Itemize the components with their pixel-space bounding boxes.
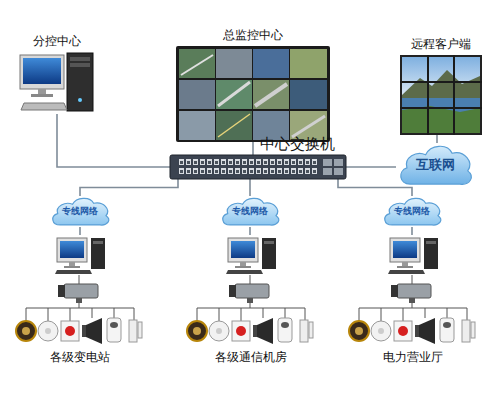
node-label: 专线网络 [394, 205, 430, 218]
site-group: 电力营业厅 [345, 235, 480, 347]
node-label: 远程客户端 [411, 37, 471, 52]
site-equipment [349, 238, 475, 344]
switch-body [170, 155, 346, 179]
pc-power-led [78, 98, 82, 102]
foreground [402, 106, 480, 133]
node-label: 中心交换机 [260, 135, 335, 153]
pc-bay [70, 63, 90, 67]
video-tile [290, 49, 327, 78]
video-tile [216, 111, 252, 140]
sky [402, 57, 480, 99]
node-label: 专线网络 [62, 205, 98, 218]
site-group: 各级通信机房 [183, 235, 318, 347]
pc-tower [67, 53, 93, 111]
network-link [346, 166, 396, 168]
network-link [436, 135, 438, 143]
node-label: 分控中心 [33, 34, 81, 49]
monitor-base [31, 94, 53, 97]
uplink-port [323, 159, 332, 166]
uplink-port [334, 159, 343, 166]
wall-grid [427, 55, 429, 135]
leased-line-cloud: 专线网络 [49, 196, 111, 227]
node-label: 各级变电站 [50, 350, 110, 365]
network-link [79, 227, 81, 235]
network-link [249, 227, 251, 235]
network-link [252, 142, 254, 155]
computer-node: 分控中心 [18, 52, 96, 114]
video-wall: 远程客户端 [400, 55, 482, 135]
site-equipment [16, 238, 142, 344]
video-tile [179, 111, 215, 140]
node-label: 互联网 [416, 156, 455, 174]
video-tile [216, 80, 252, 109]
uplink-port [323, 168, 332, 175]
cloud-outline [401, 146, 472, 184]
video-wall-frame [176, 46, 330, 142]
road [255, 84, 287, 106]
monitor-stand [38, 89, 46, 94]
network-link [80, 179, 178, 196]
network-link [57, 114, 170, 167]
video-tile [179, 49, 215, 78]
site-group: 各级变电站 [12, 235, 147, 347]
road [218, 82, 250, 106]
network-link [411, 227, 413, 235]
node-label: 各级通信机房 [215, 350, 287, 365]
network-link [338, 179, 412, 196]
node-label: 专线网络 [232, 205, 268, 218]
cloud-outline [223, 198, 279, 225]
monitor-screen [23, 58, 61, 84]
wall-grid [453, 55, 455, 135]
video-tile [179, 80, 215, 109]
road [292, 116, 325, 137]
site-equipment [187, 238, 313, 344]
road [218, 114, 250, 137]
road [181, 55, 213, 75]
pc-bay [70, 57, 90, 61]
keyboard [21, 103, 67, 110]
video-tile [253, 80, 289, 109]
leased-line-cloud: 专线网络 [381, 196, 443, 227]
internet-cloud: 互联网 [396, 143, 474, 187]
switch-ports [178, 158, 318, 176]
video-wall: 总监控中心 [176, 46, 330, 142]
leased-line-cloud: 专线网络 [219, 196, 281, 227]
node-label: 总监控中心 [223, 28, 283, 43]
uplink-port [334, 168, 343, 175]
wall-grid [400, 107, 482, 109]
video-wall-frame [400, 55, 482, 135]
video-tile [253, 49, 289, 78]
monitor-bezel [20, 55, 64, 89]
network-switch: 中心交换机 [170, 155, 346, 179]
video-tile [290, 80, 327, 109]
cloud-outline [385, 198, 441, 225]
mountains [402, 70, 480, 100]
network-link [249, 179, 251, 196]
node-label: 电力营业厅 [383, 350, 443, 365]
wall-grid [400, 81, 482, 83]
cloud-outline [53, 198, 109, 225]
video-tile [216, 49, 252, 78]
